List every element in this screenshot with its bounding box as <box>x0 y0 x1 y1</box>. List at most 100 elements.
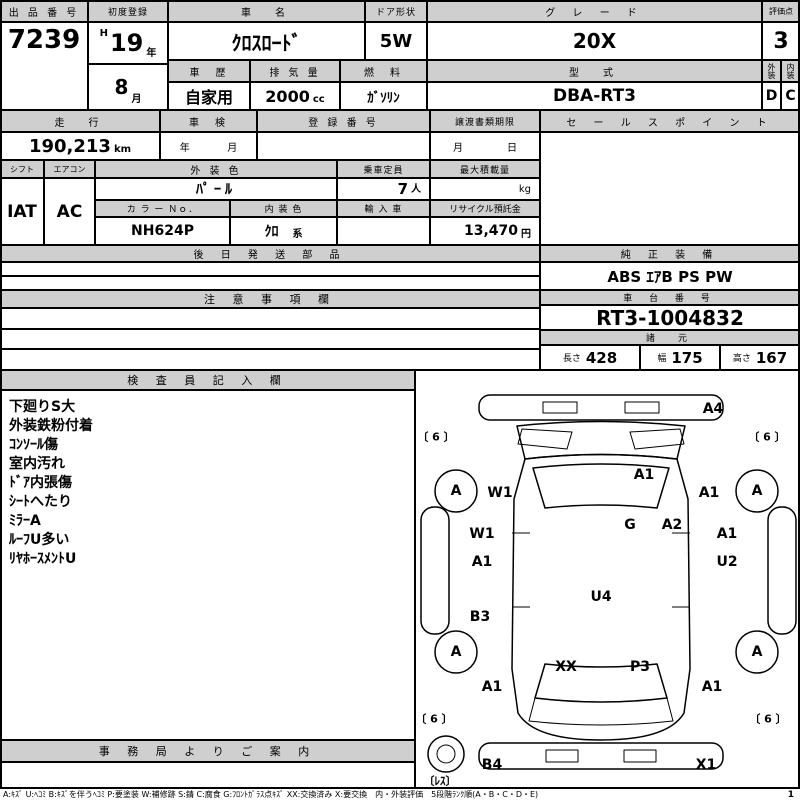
capacity-unit: 人 <box>411 184 421 195</box>
trunk <box>528 697 674 726</box>
aircon-value: AC <box>44 178 95 245</box>
recycle-unit: 円 <box>521 229 531 240</box>
interior-color-suffix: 系 <box>292 229 303 240</box>
exterior-grade-value: D <box>762 82 781 110</box>
damage-marker: A4 <box>702 401 724 417</box>
capacity-number: 7 <box>397 180 408 198</box>
damage-marker: A2 <box>661 517 683 533</box>
wheel-front-right <box>735 469 779 513</box>
exterior-color-label: 外 装 色 <box>95 160 337 178</box>
aircon-label: エアコン <box>44 160 95 178</box>
damage-marker: A1 <box>471 554 493 570</box>
history-value: 自家用 <box>168 82 250 110</box>
damage-marker: 〔 6 〕 <box>749 712 787 726</box>
wheel-front-left <box>434 469 478 513</box>
max-load-label: 最大積載量 <box>430 160 540 178</box>
damage-marker: 〔 6 〕 <box>415 712 453 726</box>
exhibit-no-label: 出 品 番 号 <box>0 0 88 22</box>
damage-marker: P3 <box>629 659 651 675</box>
damage-marker: B4 <box>481 757 503 773</box>
inspection-value: 年 月 <box>160 132 257 160</box>
later-parts-row <box>0 262 540 276</box>
office-info-label: 事 務 局 よ り ご 案 内 <box>0 740 415 762</box>
legend-text: A:ｷｽﾞ U:ﾍｺﾐ B:ｷｽﾞを伴うﾍｺﾐ P:要塗装 W:補修跡 S:錆 … <box>3 790 539 799</box>
rear-plate-right <box>623 749 657 763</box>
mileage-label: 走 行 <box>0 110 160 132</box>
length-value: 428 <box>585 348 618 367</box>
damage-marker: 〔 6 〕 <box>748 430 786 444</box>
dimension-width: 幅 175 <box>640 345 720 370</box>
damage-marker: A <box>751 644 763 660</box>
interior-grade-label: 内装 <box>781 60 800 82</box>
first-registration-label: 初度登録 <box>88 0 168 22</box>
interior-color-value: ｸﾛ 系 <box>230 217 337 245</box>
later-parts-row <box>0 276 540 290</box>
chassis-no-value: RT3-1004832 <box>540 305 800 330</box>
dimensions-label: 諸 元 <box>540 330 800 345</box>
hood <box>516 420 686 460</box>
front-plate-right <box>624 401 660 414</box>
windshield <box>532 463 670 509</box>
damage-marker: A1 <box>633 467 655 483</box>
damage-marker: A1 <box>716 526 738 542</box>
reg-year-value: 19 <box>109 29 144 57</box>
front-bumper <box>478 394 724 421</box>
transfer-month-placeholder: 月 <box>453 142 463 154</box>
damage-marker: U4 <box>590 589 612 605</box>
shift-value: IAT <box>0 178 44 245</box>
fuel-value: ｶﾞｿﾘﾝ <box>340 82 427 110</box>
damage-marker: X1 <box>695 757 717 773</box>
front-plate-left <box>542 401 578 414</box>
mileage-number: 190,213 <box>28 135 111 157</box>
inspection-year-placeholder: 年 <box>179 142 190 154</box>
interior-grade-value: C <box>781 82 800 110</box>
wheel-rear-left <box>434 630 478 674</box>
capacity-label: 乗車定員 <box>337 160 430 178</box>
height-label: 高さ <box>732 354 751 364</box>
score-value: 3 <box>762 22 800 60</box>
shift-label: シフト <box>0 160 44 178</box>
model-code-label: 型 式 <box>427 60 762 82</box>
transfer-deadline-label: 譲渡書類期限 <box>430 110 540 132</box>
legend-bar: A:ｷｽﾞ U:ﾍｺﾐ B:ｷｽﾞを伴うﾍｺﾐ P:要塗装 W:補修跡 S:錆 … <box>0 789 800 800</box>
later-parts-label: 後 日 発 送 部 品 <box>0 245 540 262</box>
car-body <box>511 453 691 741</box>
damage-marker: A1 <box>698 485 720 501</box>
damage-marker: A <box>450 644 462 660</box>
left-side-panel <box>420 506 450 635</box>
import-car-value <box>337 217 430 245</box>
door-shape-label: ドア形状 <box>365 0 427 22</box>
office-info-value <box>0 762 415 788</box>
sales-point-value <box>540 132 800 245</box>
displacement-number: 2000 <box>265 86 310 106</box>
width-value: 175 <box>671 348 703 367</box>
dimension-height: 高さ 167 <box>720 345 800 370</box>
wheel-rear-right <box>735 630 779 674</box>
interior-color-name: ｸﾛ <box>264 224 279 240</box>
spare-tire <box>427 735 465 773</box>
damage-marker: B3 <box>469 609 491 625</box>
capacity-value: 7 人 <box>337 178 430 200</box>
headlight-right <box>629 428 685 450</box>
inspection-month-placeholder: 月 <box>227 142 238 154</box>
height-value: 167 <box>755 348 788 367</box>
car-name-label: 車 名 <box>168 0 365 22</box>
fuel-label: 燃 料 <box>340 60 427 82</box>
recycle-deposit-label: リサイクル預託金 <box>430 200 540 217</box>
damage-marker: U2 <box>716 554 738 570</box>
history-label: 車 歴 <box>168 60 250 82</box>
chassis-no-label: 車 台 番 号 <box>540 290 800 305</box>
registration-no-value <box>257 132 430 160</box>
notice-row <box>0 349 540 370</box>
damage-marker: W1 <box>469 526 495 542</box>
inspector-notes-label: 検 査 員 記 入 欄 <box>0 370 415 390</box>
displacement-value: 2000 cc <box>250 82 340 110</box>
car-top-view <box>420 394 797 773</box>
displacement-label: 排 気 量 <box>250 60 340 82</box>
recycle-number: 13,470 <box>463 223 518 239</box>
page-number: 1 <box>787 789 794 800</box>
year-unit-label: 年 <box>146 48 157 59</box>
headlight-left <box>517 428 573 450</box>
notice-label: 注 意 事 項 欄 <box>0 290 540 308</box>
mileage-value: 190,213 km <box>0 132 160 160</box>
